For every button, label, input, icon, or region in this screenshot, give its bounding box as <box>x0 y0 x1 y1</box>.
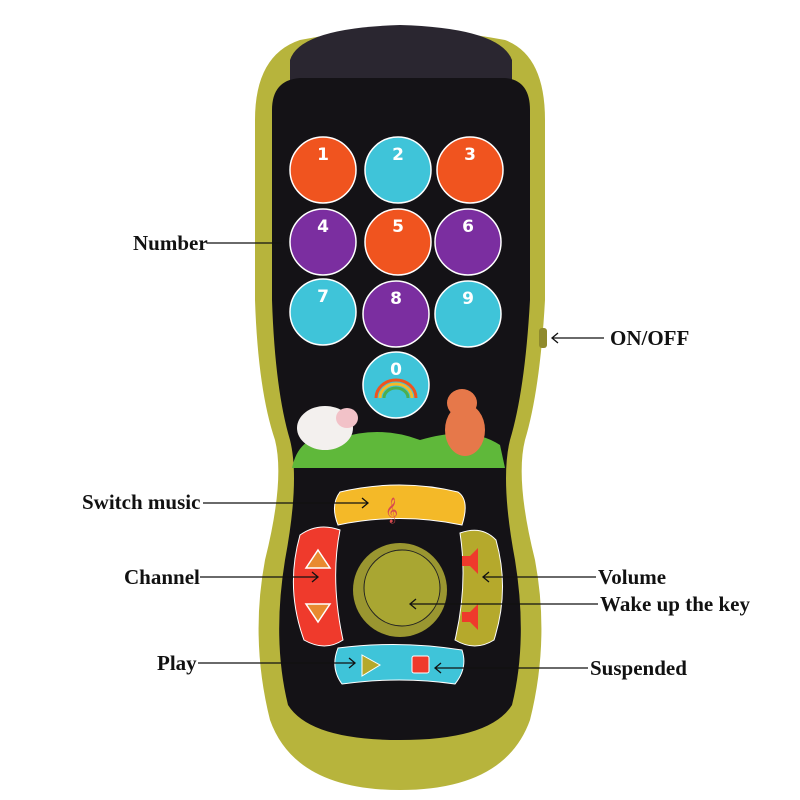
key-0[interactable]: 0 <box>362 351 430 419</box>
channel-button[interactable] <box>292 526 344 647</box>
channel-down-icon <box>304 603 332 624</box>
play-pause-button[interactable] <box>334 643 465 685</box>
key-3[interactable]: 3 <box>436 136 504 204</box>
svg-text:2: 2 <box>392 145 404 165</box>
play-icon <box>361 654 381 677</box>
key-5[interactable]: 5 <box>364 208 432 276</box>
svg-text:5: 5 <box>392 217 404 237</box>
svg-text:9: 9 <box>462 289 474 309</box>
svg-text:3: 3 <box>464 145 476 165</box>
wake-up-button[interactable] <box>363 549 441 627</box>
key-8[interactable]: 8 <box>362 280 430 348</box>
stop-icon <box>411 655 430 674</box>
svg-text:7: 7 <box>317 287 329 307</box>
label-volume: Volume <box>598 565 667 589</box>
rainbow-icon <box>374 378 418 399</box>
svg-text:8: 8 <box>390 289 402 309</box>
key-6[interactable]: 6 <box>434 208 502 276</box>
top-cap <box>290 25 512 80</box>
key-2[interactable]: 2 <box>364 136 432 204</box>
label-suspended: Suspended <box>590 656 687 680</box>
label-on-off: ON/OFF <box>610 326 690 350</box>
label-number: Number <box>133 231 208 255</box>
volume-down-icon <box>462 604 478 630</box>
deer-illustration <box>445 404 485 456</box>
volume-up-icon <box>462 548 478 574</box>
label-channel: Channel <box>124 565 200 589</box>
music-note-icon: 𝄞 <box>385 497 398 523</box>
switch-music-button[interactable] <box>334 484 466 526</box>
label-wake-up: Wake up the key <box>600 592 750 616</box>
key-1[interactable]: 1 <box>289 136 357 204</box>
number-keys: 1 2 3 4 5 6 7 8 9 0 <box>289 136 504 419</box>
label-switch-music: Switch music <box>82 490 201 514</box>
svg-text:4: 4 <box>317 217 329 237</box>
power-switch[interactable] <box>539 328 547 348</box>
channel-up-icon <box>304 548 332 569</box>
volume-button[interactable] <box>454 529 504 647</box>
key-4[interactable]: 4 <box>289 208 357 276</box>
label-play: Play <box>157 651 197 675</box>
svg-text:0: 0 <box>390 360 402 380</box>
svg-text:6: 6 <box>462 217 474 237</box>
key-7[interactable]: 7 <box>289 278 357 346</box>
meadow-scene <box>292 389 505 468</box>
callout-lines <box>198 242 604 674</box>
svg-text:1: 1 <box>317 145 329 165</box>
key-9[interactable]: 9 <box>434 280 502 348</box>
